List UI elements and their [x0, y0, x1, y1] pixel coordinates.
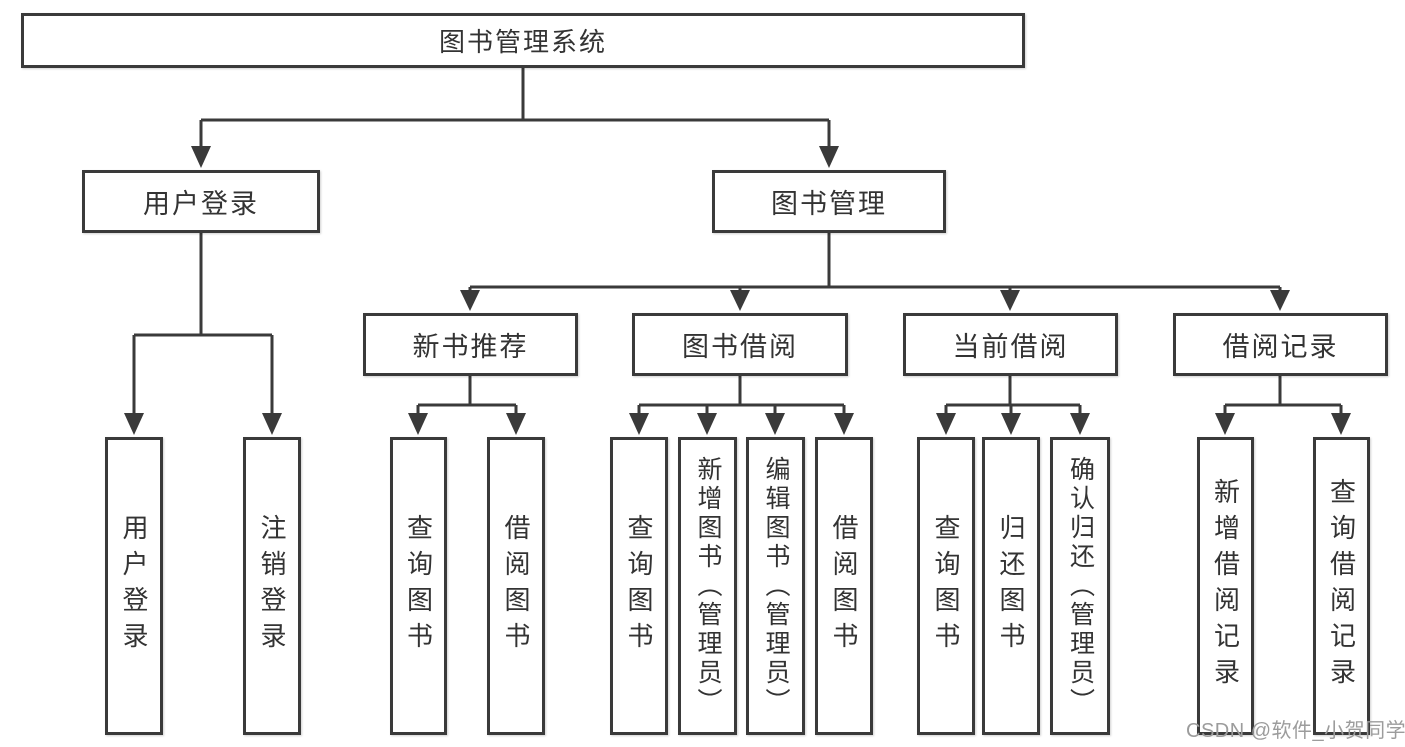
node-current-borrow: 当前借阅 — [903, 313, 1118, 376]
node-label: 用户登录 — [143, 189, 259, 219]
node-user-login: 用户登录 — [82, 170, 320, 233]
node-label: 图书管理 — [771, 189, 887, 219]
csdn-watermark: CSDN @软件_小贺同学 — [1186, 720, 1405, 742]
arrowhead — [408, 413, 428, 435]
node-borrow-records: 借阅记录 — [1173, 313, 1388, 376]
node-label: 用户登录 — [119, 514, 149, 658]
arrowhead — [1000, 290, 1020, 311]
fork-root-to-level2 — [191, 68, 839, 168]
leaf-query-borrow-record: 查询借阅记录 — [1313, 437, 1370, 735]
node-book-management: 图书管理 — [712, 170, 946, 233]
leaf-return-books: 归还图书 — [982, 437, 1040, 735]
fork-book-management — [460, 233, 1290, 311]
leaf-edit-books-admin: 编辑图书（管理员） — [746, 437, 805, 735]
node-label: 图书借阅 — [682, 332, 798, 362]
leaf-borrow-books-recommend: 借阅图书 — [487, 437, 545, 735]
node-label: 图书管理系统 — [438, 27, 607, 57]
arrowhead — [191, 146, 211, 168]
node-label: 查询图书 — [624, 514, 654, 658]
leaf-logout-login: 注销登录 — [243, 437, 301, 735]
arrowhead — [697, 413, 717, 435]
node-label: 新增借阅记录 — [1210, 478, 1241, 694]
node-label: 注销登录 — [257, 514, 287, 658]
node-label: 借阅记录 — [1222, 332, 1339, 362]
leaf-query-books-borrow: 查询图书 — [610, 437, 668, 735]
node-book-borrow: 图书借阅 — [632, 313, 848, 376]
node-label: 新书推荐 — [412, 332, 529, 362]
arrowhead — [460, 290, 480, 311]
node-label: 借阅图书 — [829, 514, 859, 658]
arrowhead — [506, 413, 526, 435]
node-root-system: 图书管理系统 — [21, 13, 1025, 68]
arrowhead — [1270, 290, 1290, 311]
node-new-book-recommend: 新书推荐 — [363, 313, 578, 376]
leaf-query-books-current: 查询图书 — [917, 437, 975, 735]
arrowhead — [124, 413, 144, 435]
fork-current-borrow — [936, 376, 1090, 435]
arrowhead — [629, 413, 649, 435]
node-label: 查询图书 — [403, 514, 434, 658]
node-label: 当前借阅 — [952, 332, 1069, 362]
fork-book-borrow — [629, 376, 854, 435]
fork-new-book-recommend — [408, 376, 526, 435]
arrowhead — [1215, 413, 1235, 435]
arrowhead — [730, 290, 750, 311]
leaf-confirm-return-admin: 确认归还（管理员） — [1050, 437, 1110, 735]
arrowhead — [936, 413, 956, 435]
fork-user-login — [124, 233, 282, 435]
fork-borrow-records — [1215, 376, 1351, 435]
arrowhead — [765, 413, 785, 435]
arrowhead — [1001, 413, 1021, 435]
arrowhead — [834, 413, 854, 435]
node-label: 确认归还（管理员） — [1066, 455, 1095, 717]
arrowhead — [1331, 413, 1351, 435]
node-label: 借阅图书 — [501, 514, 531, 658]
leaf-borrow-books: 借阅图书 — [815, 437, 873, 735]
node-label: 查询借阅记录 — [1326, 478, 1357, 694]
leaf-query-books-recommend: 查询图书 — [390, 437, 447, 735]
node-label: 归还图书 — [996, 514, 1026, 658]
arrowhead — [819, 146, 839, 168]
node-label: 新增图书（管理员） — [694, 455, 722, 717]
leaf-user-login: 用户登录 — [105, 437, 163, 735]
node-label: 编辑图书（管理员） — [762, 455, 790, 717]
leaf-add-books-admin: 新增图书（管理员） — [678, 437, 737, 735]
node-label: 查询图书 — [931, 514, 961, 658]
arrowhead — [262, 413, 282, 435]
arrowhead — [1070, 413, 1090, 435]
leaf-add-borrow-record: 新增借阅记录 — [1197, 437, 1254, 735]
